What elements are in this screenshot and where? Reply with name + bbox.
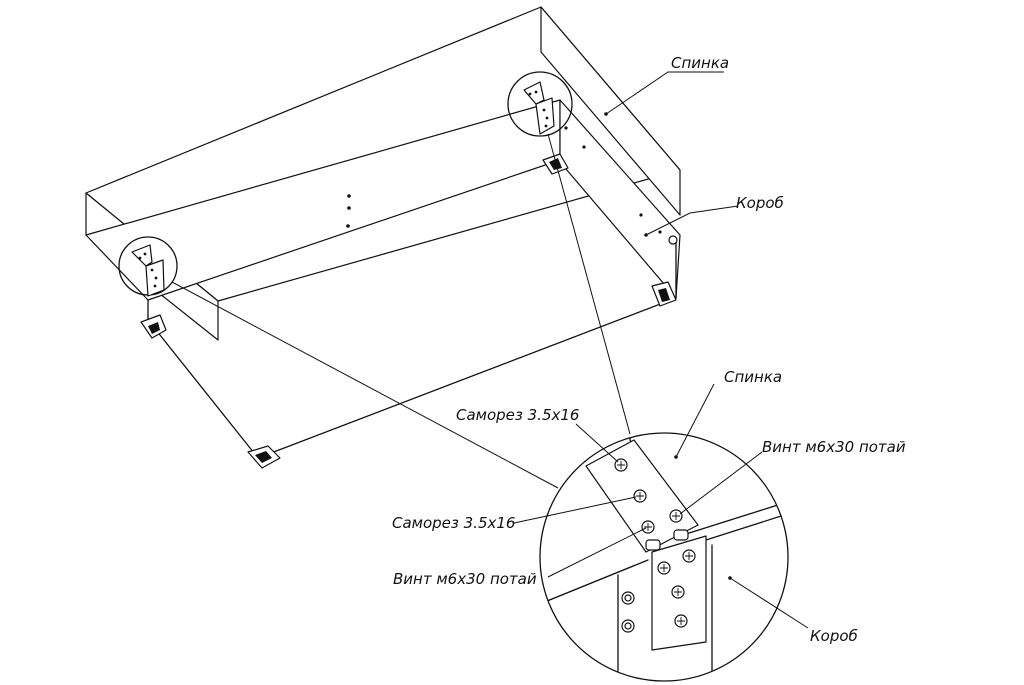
label-vint-1: Винт м6х30 потай [762,438,906,456]
leader-dot [674,455,678,459]
bracket-hole [154,276,158,280]
hole [658,230,662,234]
bracket-hole [528,92,532,96]
label-vint-2: Винт м6х30 потай [393,570,537,588]
leader-spinka-detail [675,383,715,458]
bracket-hole [153,284,157,288]
hole [346,224,350,228]
label-korob-detail: Короб [810,627,858,645]
projection-line-left [171,281,559,489]
bracket-hole [150,268,154,272]
leader-dot [604,112,608,116]
hole [347,194,351,198]
leader-vint-2 [547,527,647,578]
screw [671,585,685,599]
label-korob-top: Короб [736,194,784,212]
screw [657,561,671,575]
screw [641,520,655,534]
leader-samorez-1 [575,423,619,463]
label-samorez-1: Саморез 3.5х16 [456,406,579,424]
hole [347,206,351,210]
leader-dot [644,233,648,237]
bracket-hole [143,252,147,256]
corner-foot-shadow [658,288,670,302]
leader-korob-detail [729,577,809,629]
countersunk-bolt [621,591,635,605]
detail-hinge-knuckle [673,529,689,541]
hole [564,126,568,130]
bracket-hole [542,108,546,112]
detail-circle-right [507,71,573,137]
label-spinka-top: Спинка [671,54,729,72]
bracket-hole [545,116,549,120]
leader-korob-top [645,205,739,236]
screw [682,549,696,563]
detail-circle-magnified [539,432,789,682]
angle-bracket-right [523,81,555,135]
box-assembly [85,6,681,469]
projection-line-right [547,133,631,435]
leader-spinka-top [605,71,724,115]
box-bottom-edge [147,297,677,459]
leader-samorez-2 [513,496,637,524]
corner-foot-shadow [255,451,272,463]
label-spinka-detail: Спинка [724,368,782,386]
leader-dot [728,576,732,580]
hole [582,145,586,149]
countersunk-bolt [621,619,635,633]
detail-hinge-knuckle [645,539,661,551]
bracket-hole [138,256,142,260]
corner-foot-shadow [148,322,160,334]
bracket-hole [544,124,548,128]
detail-view [539,432,789,682]
screw [669,509,683,523]
corner-foot-shadow [549,158,562,170]
knob [668,235,678,245]
hole [639,213,643,217]
screw [633,489,647,503]
screw [674,614,688,628]
bracket-hole [534,90,538,94]
leader-vint-1 [679,451,763,515]
label-samorez-2: Саморез 3.5х16 [392,514,515,532]
